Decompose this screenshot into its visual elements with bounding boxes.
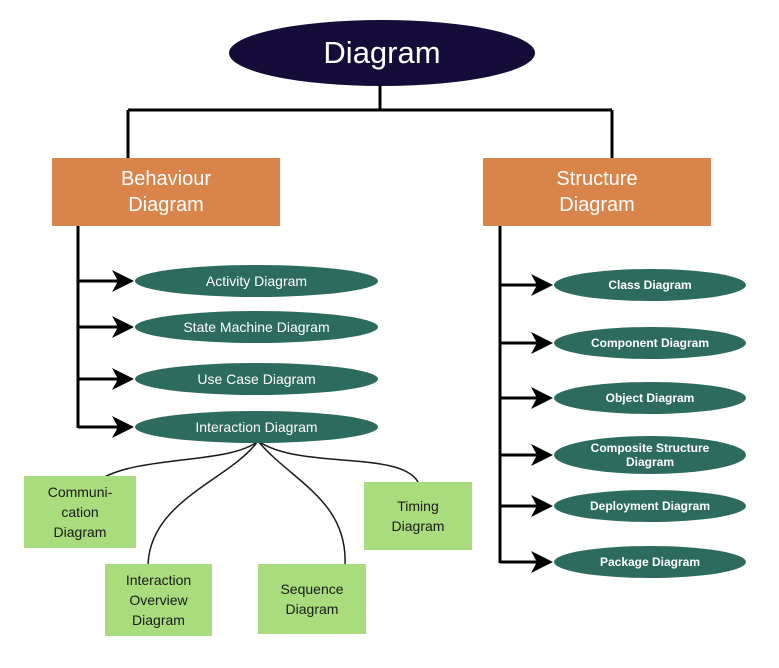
deployment-diagram-node: Deployment Diagram [554, 490, 746, 522]
communication-diagram-label: Communi- cation Diagram [47, 484, 113, 540]
communication-diagram-node: Communi- cation Diagram [24, 476, 136, 548]
root-label: Diagram [323, 35, 441, 70]
activity-diagram-node: Activity Diagram [135, 265, 378, 297]
object-diagram-label: Object Diagram [605, 391, 695, 405]
structure-diagram-node: Structure Diagram [483, 158, 711, 226]
state-machine-diagram-node: State Machine Diagram [135, 311, 378, 343]
arrow-head [531, 387, 553, 409]
arrow-head [112, 316, 134, 338]
sequence-diagram-node: Sequence Diagram [258, 564, 366, 634]
arrow-head [531, 551, 553, 573]
arrow-head [112, 368, 134, 390]
arrow-head [112, 270, 134, 292]
arrow-head [112, 416, 134, 438]
package-diagram-node: Package Diagram [554, 546, 746, 578]
composite-structure-diagram-label: Composite Structure Diagram [590, 441, 710, 469]
behaviour-diagram-label: Behaviour Diagram [120, 168, 212, 216]
object-diagram-node: Object Diagram [554, 382, 746, 414]
timing-diagram-node: Timing Diagram [364, 482, 472, 550]
branch-communication [96, 440, 259, 483]
interaction-diagram-node: Interaction Diagram [135, 411, 378, 443]
arrow-head [531, 495, 553, 517]
interaction-overview-diagram-label: Interaction Overview Diagram [125, 572, 192, 628]
package-diagram-label: Package Diagram [599, 555, 701, 569]
interaction-overview-diagram-node: Interaction Overview Diagram [105, 564, 212, 636]
composite-structure-diagram-node: Composite Structure Diagram [554, 436, 746, 474]
class-diagram-node: Class Diagram [554, 269, 746, 301]
branch-timing [257, 440, 419, 483]
structure-diagram-label: Structure Diagram [556, 168, 638, 216]
timing-diagram-label: Timing Diagram [391, 498, 445, 534]
state-machine-diagram-label: State Machine Diagram [183, 319, 330, 335]
class-diagram-label: Class Diagram [608, 278, 692, 292]
arrow-head [531, 332, 553, 354]
root-node: Diagram [229, 20, 535, 86]
interaction-diagram-label: Interaction Diagram [195, 419, 318, 435]
arrow-head [531, 444, 553, 466]
component-diagram-node: Component Diagram [554, 327, 746, 359]
deployment-diagram-label: Deployment Diagram [589, 499, 711, 513]
component-diagram-label: Component Diagram [590, 336, 709, 350]
use-case-diagram-node: Use Case Diagram [135, 363, 378, 395]
sequence-diagram-label: Sequence Diagram [280, 581, 344, 617]
behaviour-diagram-node: Behaviour Diagram [52, 158, 280, 226]
arrow-head [531, 274, 553, 296]
use-case-diagram-label: Use Case Diagram [197, 371, 316, 387]
activity-diagram-label: Activity Diagram [205, 273, 308, 289]
branch-interaction-overview [147, 440, 259, 566]
branch-sequence [257, 440, 346, 566]
